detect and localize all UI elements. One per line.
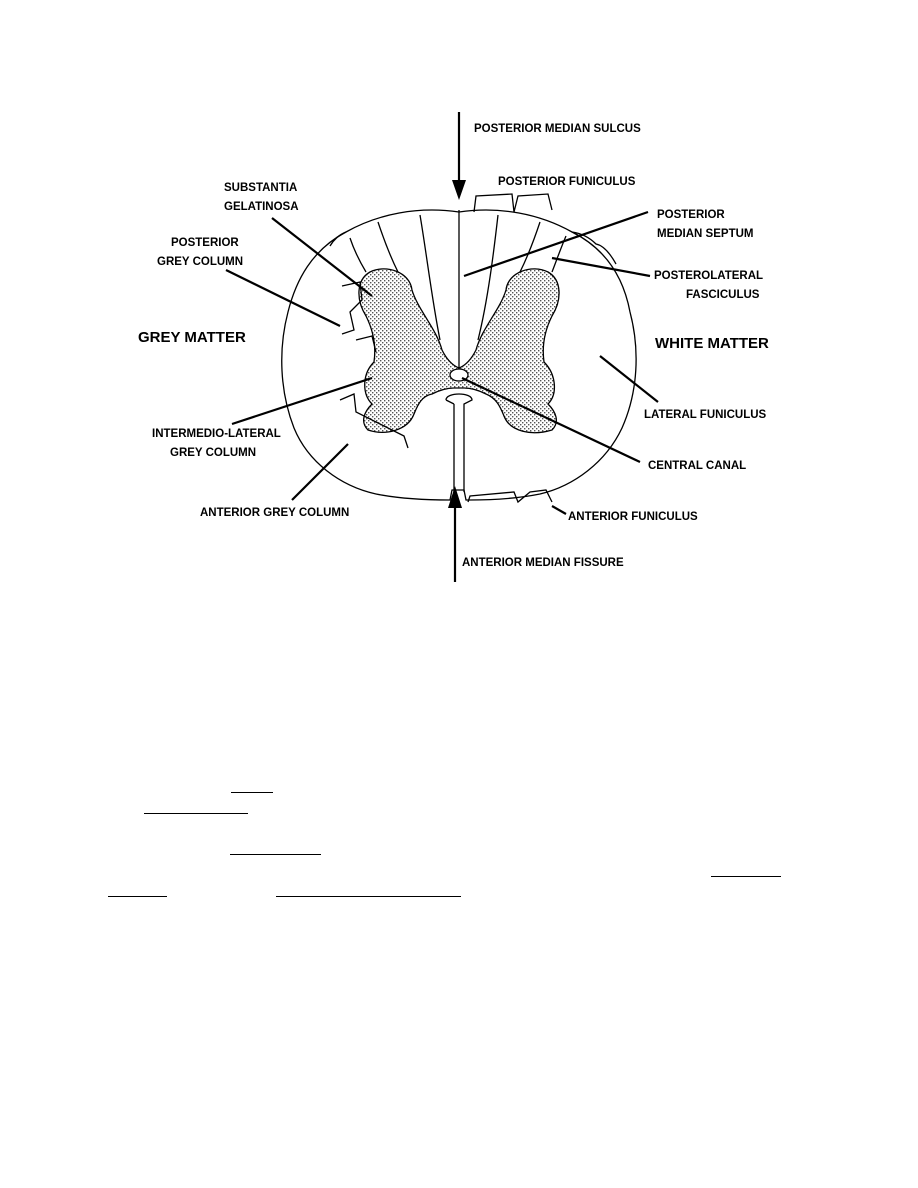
posterior-funiculus-divisions — [349, 214, 567, 341]
label-intermedio-lateral-line2: GREY COLUMN — [170, 447, 256, 459]
label-anterior-median-fissure: ANTERIOR MEDIAN FISSURE — [462, 557, 624, 569]
label-intermedio-lateral-line1: INTERMEDIO-LATERAL — [152, 428, 281, 440]
blank-line — [711, 876, 781, 877]
label-posterior-median-sulcus: POSTERIOR MEDIAN SULCUS — [474, 123, 641, 135]
intermedio-lateral-brace — [355, 335, 377, 353]
anterior-median-fissure-outline — [445, 393, 473, 492]
label-posterolateral-fasciculus-line2: FASCICULUS — [686, 289, 760, 301]
outline-scallop-right — [571, 231, 617, 265]
leader-anterior-funiculus — [551, 505, 567, 515]
leader-central-canal — [461, 377, 641, 463]
label-white-matter: WHITE MATTER — [655, 335, 769, 352]
blank-line — [231, 792, 273, 793]
label-lateral-funiculus: LATERAL FUNICULUS — [644, 409, 767, 421]
blank-line — [108, 896, 167, 897]
leader-posterolateral-fasciculus — [551, 256, 651, 278]
posterior-funiculus-brace — [473, 193, 553, 213]
anterior-funiculus-brace — [467, 489, 553, 504]
blank-line — [144, 813, 248, 814]
label-anterior-funiculus: ANTERIOR FUNICULUS — [568, 511, 698, 523]
label-substantia-gelatinosa-line2: GELATINOSA — [224, 201, 299, 213]
blank-line — [276, 896, 461, 897]
label-posterior-funiculus: POSTERIOR FUNICULUS — [498, 176, 636, 188]
spinal-cord-cross-section-diagram: POSTERIOR MEDIAN SULCUS POSTERIOR FUNICU… — [138, 112, 769, 582]
anterior-grey-column-brace — [339, 393, 409, 449]
label-anterior-grey-column: ANTERIOR GREY COLUMN — [200, 507, 349, 519]
label-central-canal: CENTRAL CANAL — [648, 460, 746, 472]
posterior-arrow-head-icon — [452, 180, 466, 200]
anterior-arrow-head-icon — [448, 486, 462, 508]
label-posterior-grey-column-line2: GREY COLUMN — [157, 256, 243, 268]
leader-posterior-grey-column — [225, 269, 341, 327]
grey-matter-butterfly — [358, 268, 560, 434]
leader-posterior-median-septum — [463, 210, 649, 278]
posterior-grey-column-brace — [341, 281, 363, 335]
leader-lateral-funiculus — [599, 355, 659, 403]
leader-anterior-grey-column — [291, 443, 349, 501]
label-posterior-median-septum-line1: POSTERIOR — [657, 209, 725, 221]
leader-substantia-gelatinosa — [271, 217, 373, 297]
leader-intermedio-lateral — [231, 376, 373, 426]
label-posterior-median-septum-line2: MEDIAN SEPTUM — [657, 228, 753, 240]
label-substantia-gelatinosa-line1: SUBSTANTIA — [224, 182, 297, 194]
blank-line — [230, 854, 321, 855]
label-posterior-grey-column-line1: POSTERIOR — [171, 237, 239, 249]
outline-scallop-left — [329, 231, 347, 247]
label-posterolateral-fasciculus-line1: POSTEROLATERAL — [654, 270, 763, 282]
label-grey-matter: GREY MATTER — [138, 329, 246, 346]
